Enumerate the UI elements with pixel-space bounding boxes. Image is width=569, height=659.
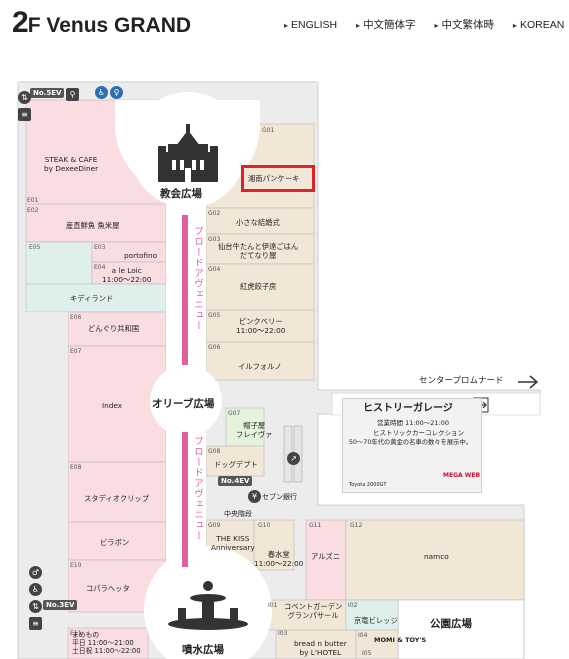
elevator-3-badge: No.3EV [43, 600, 78, 610]
shop-uomaya[interactable]: 産直鮮魚 魚米屋 [66, 221, 120, 230]
shop-code: G09 [208, 522, 221, 529]
floor-number: 2 [12, 6, 29, 39]
shop-studio-clip[interactable]: スタディオクリップ [84, 494, 150, 503]
lang-link-korean[interactable]: ▸KOREAN [512, 19, 565, 31]
shop-chun-shui-tang[interactable]: 春水堂 11:00～22:00 [254, 550, 304, 568]
shop-momi-toys[interactable]: MOMI & TOY'S [374, 636, 427, 644]
park-plaza-label: 公園広場 [430, 618, 472, 630]
history-garage-line2: 50～70年代の黄金の名車の数々を展示中。 [349, 439, 473, 446]
lang-link-simplified-chinese[interactable]: ▸中文簡体字 [356, 19, 416, 31]
history-garage-title: ヒストリーガレージ [363, 403, 453, 414]
shop-donguri[interactable]: どんぐり共和国 [88, 324, 140, 333]
escalator-icon: ↗ [287, 452, 300, 465]
shop-code: G05 [208, 312, 221, 319]
shop-portofino[interactable]: portofino [124, 251, 158, 260]
elevator-icon: ⇅ [18, 91, 31, 104]
shop-code: E04 [94, 264, 106, 271]
shop-kiddyland[interactable]: キディランド [70, 294, 114, 303]
floor-title: 2F Venus GRAND [12, 6, 191, 40]
restroom-icon: ♿ [95, 86, 108, 99]
shop-mamemono[interactable]: まめもの 平日 11:00～21:00 土日祝 11:00～22:00 [72, 631, 141, 655]
shop-code: E02 [27, 207, 39, 214]
shop-code: G11 [309, 522, 322, 529]
restroom-women-icon: ♀ [110, 86, 123, 99]
shop-arzuni[interactable]: アルズニ [311, 552, 341, 561]
center-promenade-label: センタープロムナード [419, 376, 504, 386]
arrow-right-icon: ▸ [356, 21, 361, 30]
shop-code: E06 [70, 314, 82, 321]
shop-code: E01 [27, 197, 39, 204]
fountain-plaza-label: 噴水広場 [182, 644, 224, 656]
history-garage-panel[interactable]: ヒストリーガレージ 営業時間 11:00～21:00 ヒストリックカーコレクショ… [342, 398, 482, 493]
shop-code: G02 [208, 210, 221, 217]
shop-covent-garden[interactable]: コベントガーデン グランパサール [284, 602, 343, 620]
history-garage-hours: 営業時間 11:00～21:00 [377, 419, 450, 427]
history-garage-line1: ヒストリックカーコレクション [373, 429, 464, 437]
selected-shop-highlight [241, 165, 315, 192]
shop-shonan-pancake[interactable]: 湘南パンケーキ [248, 174, 300, 183]
shop-code: G01 [262, 127, 275, 134]
stairs-icon: ≡ [18, 108, 31, 121]
restroom-male-icon: ♂ [29, 566, 42, 579]
arrow-right-icon: ▸ [512, 21, 517, 30]
shop-benitora[interactable]: 紅虎餃子房 [240, 282, 277, 291]
atm-icon: ¥ [248, 490, 261, 503]
shop-kopahetta[interactable]: コパラヘッタ [86, 584, 130, 593]
shop-code: G10 [258, 522, 271, 529]
shop-code: G04 [208, 266, 221, 273]
history-garage-car-label: Toyota 2000GT [349, 482, 387, 488]
olive-plaza-label: オリーブ広場 [152, 398, 215, 410]
shop-pinkberry[interactable]: ピンクベリー 11:00～22:00 [236, 317, 286, 335]
central-stairs-label: 中央階段 [224, 510, 252, 518]
shop-the-kiss[interactable]: THE KISS Anniversary [211, 534, 255, 552]
arrow-right-icon: ▸ [284, 21, 289, 30]
accessible-icon: ♿ [29, 583, 42, 596]
shop-il-forno[interactable]: イルフォルノ [238, 362, 282, 371]
shop-namco[interactable]: namco [424, 552, 449, 561]
shop-boushiya-flava[interactable]: 帽子屋 フレイヴァ [236, 421, 273, 439]
shop-code: E11 [70, 630, 82, 637]
elevator-5-badge: No.5EV [30, 88, 65, 98]
shop-code: I03 [278, 630, 288, 637]
shop-datenari-ya[interactable]: 仙台牛たんと伊達ごはん だてなり屋 [218, 242, 299, 260]
nursing-room-icon: ⚲ [66, 88, 79, 101]
arrow-right-icon: ▸ [434, 21, 439, 30]
broad-avenue-label-lower: プロードアヴェニュー [192, 436, 203, 541]
stairs-icon-3: ≡ [29, 617, 42, 630]
shop-code: I02 [348, 602, 358, 609]
shop-ale-loic[interactable]: a le Loic 11:00～22:00 [102, 266, 152, 284]
language-links: ▸ENGLISH ▸中文簡体字 ▸中文繁体時 ▸KOREAN [284, 17, 569, 32]
lang-link-english[interactable]: ▸ENGLISH [284, 19, 338, 31]
shop-kyoryu-village[interactable]: 京竜ビレッジ [354, 616, 398, 625]
seven-bank-label: セブン銀行 [262, 493, 297, 501]
shop-billabong[interactable]: ビラボン [100, 538, 130, 547]
lang-link-traditional-chinese[interactable]: ▸中文繁体時 [434, 19, 494, 31]
floor-name: F Venus GRAND [27, 14, 192, 37]
shop-bread-n-butter[interactable]: bread n butter by L'HOTEL [294, 639, 347, 657]
elevator-4-badge: No.4EV [218, 476, 253, 486]
shop-code: G08 [208, 448, 221, 455]
shop-code: E05 [29, 244, 41, 251]
shop-code: G06 [208, 344, 221, 351]
shop-code: E10 [70, 562, 82, 569]
shop-code: G07 [228, 410, 241, 417]
shop-code: E07 [70, 348, 82, 355]
broad-avenue-label-upper: プロードアヴェニュー [192, 226, 203, 331]
shop-code: I05 [362, 650, 372, 657]
shop-code: G03 [208, 236, 221, 243]
shop-code: G12 [350, 522, 363, 529]
shop-code: I01 [268, 602, 278, 609]
shop-index[interactable]: Index [102, 401, 123, 410]
mega-web-logo: MEGA WEB [443, 472, 481, 479]
shop-dog-dept[interactable]: ドッグデプト [214, 460, 258, 469]
elevator-icon-3: ⇅ [29, 600, 42, 613]
shop-code: I04 [358, 632, 368, 639]
shop-code: E08 [70, 464, 82, 471]
shop-steak-cafe[interactable]: STEAK & CAFE by DexeeDiner [44, 155, 99, 173]
church-plaza-label: 教会広場 [160, 188, 202, 200]
shop-code: E03 [94, 244, 106, 251]
shop-chiisana-kekkonshiki[interactable]: 小さな結婚式 [236, 218, 280, 227]
